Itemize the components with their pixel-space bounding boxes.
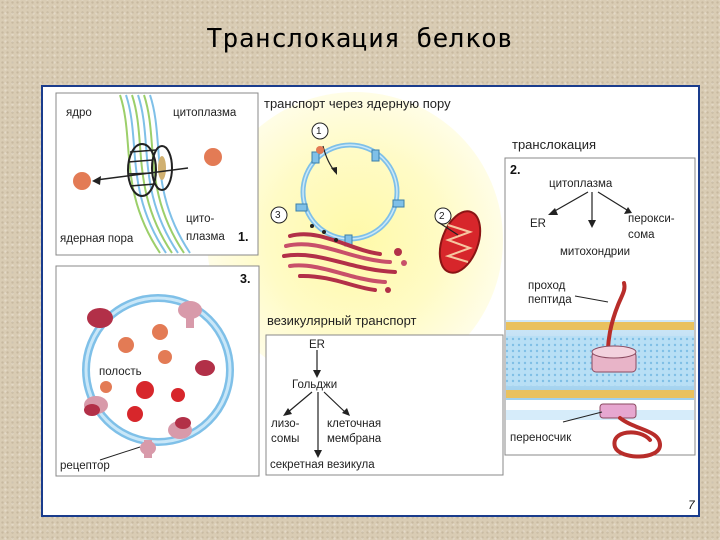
panel-3-number: 3. <box>240 272 251 286</box>
label-carrier: переносчик <box>510 432 572 444</box>
er-golgi-stack <box>282 224 407 293</box>
label-cell-membrane-1: клеточная <box>327 418 382 430</box>
label-nuclear-pore-transport: транспорт через ядерную пору <box>264 96 451 111</box>
page-number: 7 <box>688 498 695 512</box>
label-secretory-vesicle: секретная везикула <box>270 459 375 471</box>
label-cavity: полость <box>99 366 142 378</box>
panel-2-translocation <box>504 157 696 459</box>
secretion-flow-box <box>265 334 504 476</box>
label-mitochondria: митохондрии <box>560 246 631 258</box>
step-1-number: 1 <box>316 126 322 137</box>
panel-2-number: 2. <box>510 163 521 177</box>
label-cytoplasm-panel2: цитоплазма <box>549 178 613 190</box>
label-nuclear-pore: ядерная пора <box>60 233 134 245</box>
panel-1-nuclear-pore <box>55 92 259 256</box>
step-3-number: 3 <box>275 210 281 221</box>
label-cell-membrane-2: мембрана <box>327 433 382 445</box>
label-golgi: Гольджи <box>292 379 338 391</box>
step-markers <box>270 122 452 225</box>
step-2-number: 2 <box>439 211 445 222</box>
label-cyto-split-1: цито- <box>186 213 215 225</box>
label-cyto-split-2: плазма <box>186 231 225 243</box>
label-er-panel2: ER <box>530 218 546 230</box>
label-lysosomes-1: лизо- <box>271 418 300 430</box>
label-translocation: транслокация <box>512 137 597 152</box>
label-nucleus: ядро <box>66 107 92 119</box>
nuclear-envelope-ring <box>295 142 405 247</box>
label-cytoplasm-panel1: цитоплазма <box>173 107 237 119</box>
label-vesicular-transport: везикулярный транспорт <box>267 313 417 328</box>
label-lysosomes-2: сомы <box>271 433 300 445</box>
panel-3-receptor <box>55 265 260 477</box>
label-receptor: рецептор <box>60 460 110 472</box>
mitochondrion <box>437 210 482 274</box>
panel-1-number: 1. <box>238 230 249 244</box>
label-peroxisome-2: сома <box>628 229 655 241</box>
slide-title: Транслокация белков <box>206 24 514 54</box>
label-peptide-passage-1: проход <box>528 280 566 292</box>
label-peptide-passage-2: пептида <box>528 294 572 306</box>
label-peroxisome-1: перокси- <box>628 213 675 225</box>
label-er-flow: ER <box>309 339 325 351</box>
